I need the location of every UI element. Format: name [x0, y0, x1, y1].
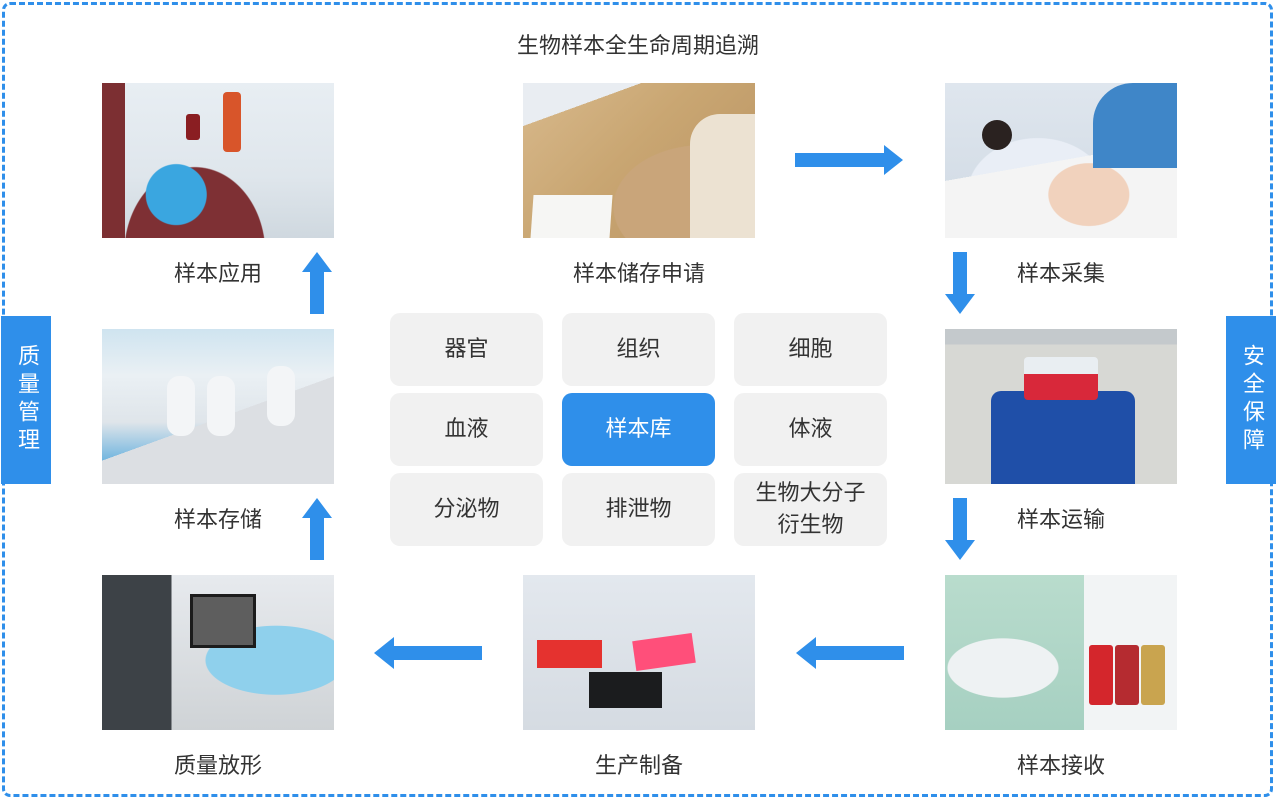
step-quality-release: 质量放形 [102, 575, 334, 780]
arrow-up-icon [302, 252, 332, 314]
category-body-fluid: 体液 [734, 393, 887, 466]
arrow-down-icon [945, 498, 975, 560]
pipette-preparation-photo [523, 575, 755, 730]
side-tab-quality-management: 质量管理 [1, 316, 51, 484]
category-tissue: 组织 [562, 313, 715, 386]
side-tab-safety-assurance: 安全保障 [1226, 316, 1276, 484]
category-excreta: 排泄物 [562, 473, 715, 546]
category-secretion: 分泌物 [390, 473, 543, 546]
category-blood: 血液 [390, 393, 543, 466]
step-sample-application: 样本应用 [102, 83, 334, 288]
category-biomacromolecule-derivative: 生物大分子衍生物 [734, 473, 887, 546]
arrow-right-icon [795, 145, 905, 175]
category-biobank-center: 样本库 [562, 393, 715, 466]
consultation-photo [523, 83, 755, 238]
step-label: 样本储存申请 [572, 262, 705, 287]
lab-receiving-photo [945, 575, 1177, 730]
arrow-down-icon [945, 252, 975, 314]
step-sample-storage: 样本存储 [102, 329, 334, 534]
step-production: 生产制备 [523, 575, 755, 780]
category-cell: 细胞 [734, 313, 887, 386]
step-label: 样本采集 [1016, 262, 1105, 287]
step-sample-transport: 样本运输 [945, 329, 1177, 534]
step-label: 样本存储 [173, 508, 262, 533]
step-label: 样本应用 [173, 262, 262, 287]
microscope-qc-photo [102, 575, 334, 730]
arrow-left-icon [374, 637, 484, 669]
arrow-up-icon [302, 498, 332, 560]
step-label: 样本接收 [1016, 754, 1105, 779]
step-sample-receive: 样本接收 [945, 575, 1177, 780]
step-label: 质量放形 [173, 754, 262, 779]
transfusion-photo [102, 83, 334, 238]
step-label: 样本运输 [1016, 508, 1105, 533]
step-storage-request: 样本储存申请 [523, 83, 755, 288]
category-organ: 器官 [390, 313, 543, 386]
cryo-storage-photo [102, 329, 334, 484]
arrow-left-icon [796, 637, 906, 669]
transport-box-photo [945, 329, 1177, 484]
diagram-title: 生物样本全生命周期追溯 [516, 34, 759, 59]
step-sample-collection: 样本采集 [945, 83, 1177, 288]
sample-collection-photo [945, 83, 1177, 238]
step-label: 生产制备 [594, 754, 683, 779]
sample-category-grid: 器官 组织 细胞 血液 样本库 体液 分泌物 排泄物 生物大分子衍生物 [390, 313, 887, 546]
